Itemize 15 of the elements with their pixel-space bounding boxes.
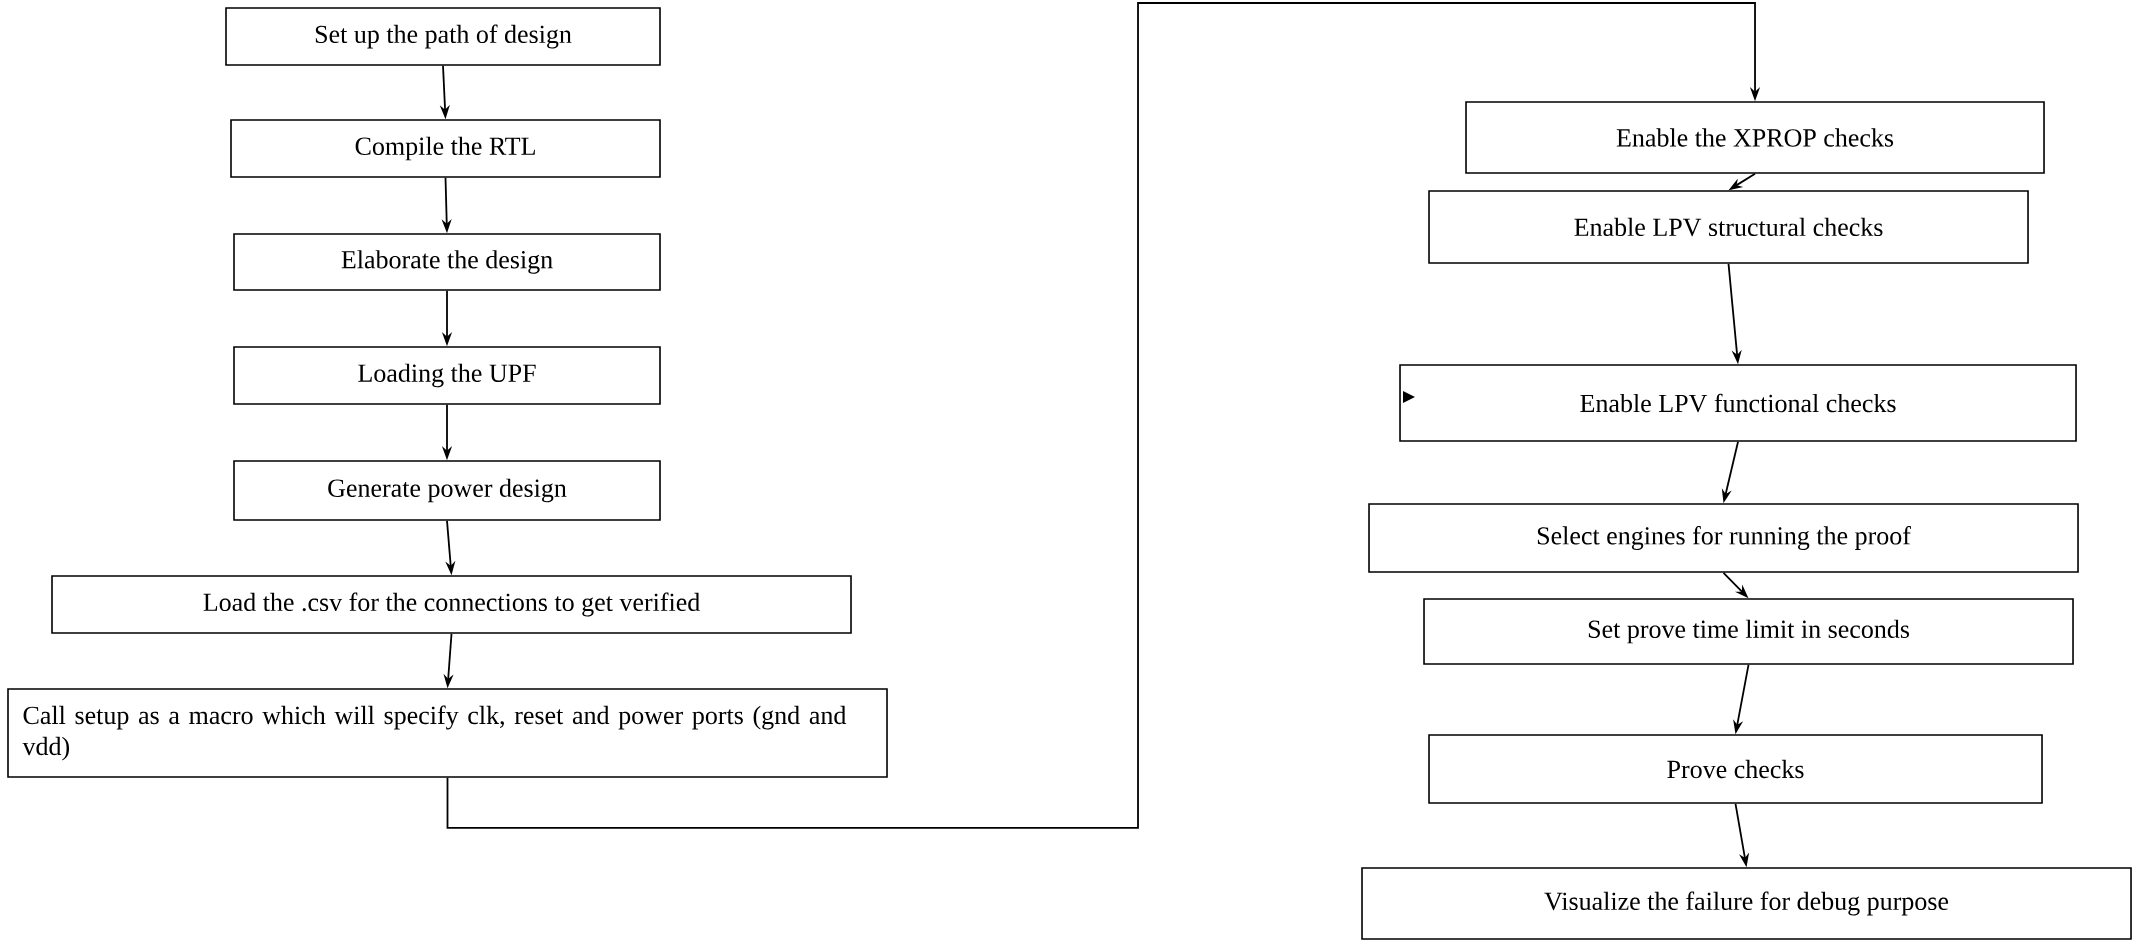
process-box: Load the .csv for the connections to get verified	[51, 575, 852, 634]
process-box: Select engines for running the proof	[1368, 503, 2079, 573]
process-box: Set up the path of design	[225, 7, 661, 66]
process-box: Visualize the failure for debug purpose	[1361, 867, 2132, 940]
process-box: Set prove time limit in seconds	[1423, 598, 2074, 665]
process-box: Elaborate the design	[233, 233, 661, 291]
process-box: Prove checks	[1428, 734, 2043, 804]
process-box: Compile the RTL	[230, 119, 661, 178]
process-box: Enable the XPROP checks	[1465, 101, 2045, 174]
process-box: Generate power design	[233, 460, 661, 521]
process-box: Call setup as a macro which will specify clk, reset and power ports (gnd and vdd)	[7, 688, 888, 778]
process-box: Enable LPV structural checks	[1428, 190, 2029, 264]
arrow	[446, 2, 1761, 829]
process-box: Loading the UPF	[233, 346, 661, 405]
process-box: Enable LPV functional checks	[1399, 364, 2077, 442]
